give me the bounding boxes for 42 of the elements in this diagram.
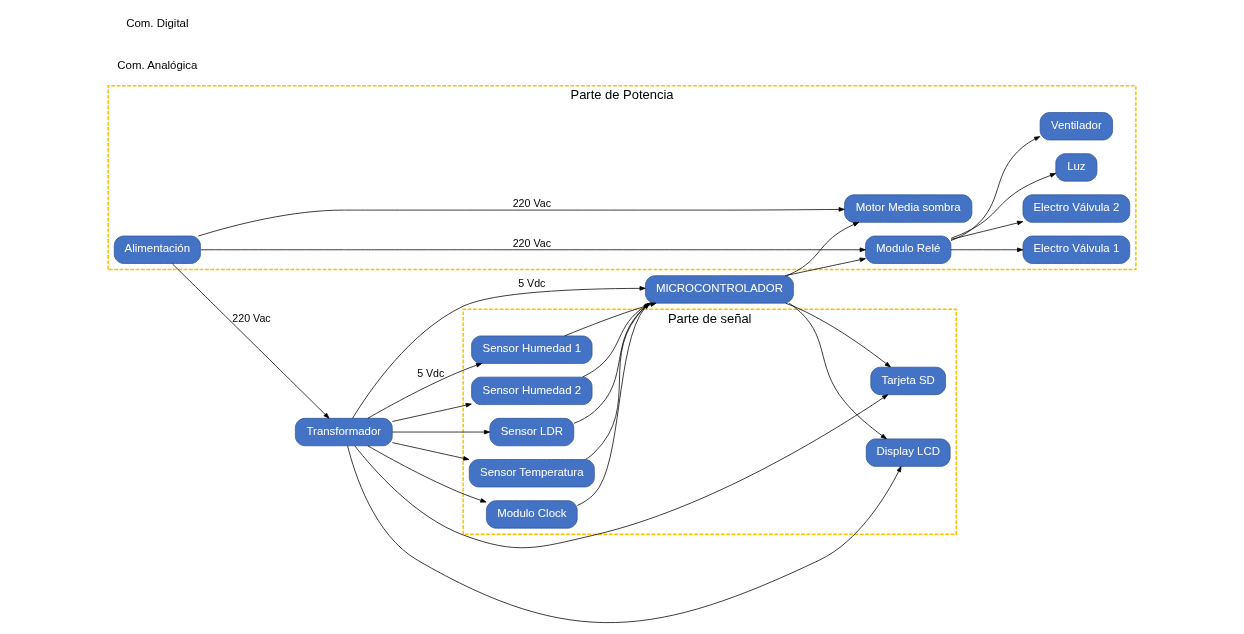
arrow xyxy=(367,363,483,419)
arrow xyxy=(392,403,472,422)
node-box: Sensor Humedad 1 xyxy=(471,335,593,364)
arrow xyxy=(197,207,845,237)
node-box: Luz xyxy=(1055,153,1098,182)
edge-label: 220 Vac xyxy=(512,197,551,210)
label: Com. Analógica xyxy=(117,58,198,71)
node-box: Sensor LDR xyxy=(489,417,575,447)
node-box: Electro Válvula 1 xyxy=(1022,235,1131,264)
arrow xyxy=(392,442,470,461)
arrow xyxy=(950,220,1024,240)
arrow xyxy=(354,394,889,549)
arrow xyxy=(784,257,866,277)
arrow xyxy=(171,263,330,419)
arrow xyxy=(352,286,646,419)
node-box: Ventilador xyxy=(1039,112,1113,141)
edge-label: 5 Vdc xyxy=(417,366,445,379)
arrow xyxy=(788,302,887,440)
arrow xyxy=(950,247,1024,252)
node-box: MICROCONTROLADOR xyxy=(645,275,794,304)
node-box: Modulo Relé xyxy=(865,235,952,264)
arrow xyxy=(367,445,487,503)
arrow xyxy=(786,221,860,276)
arrow xyxy=(950,173,1057,239)
edge-label: 220 Vac xyxy=(232,312,271,325)
node-box: Tarjeta SD xyxy=(870,366,946,396)
arrow xyxy=(200,247,866,252)
node-box: Display LCD xyxy=(865,438,951,467)
node-box: Transformador xyxy=(295,417,393,447)
edge-label: 5 Vdc xyxy=(518,276,546,289)
node-box: Alimentación xyxy=(113,235,201,264)
arrow xyxy=(347,445,902,623)
node-box: Sensor Humedad 2 xyxy=(471,376,593,405)
node-box: Sensor Temperatura xyxy=(468,459,595,488)
edge-label: 220 Vac xyxy=(512,236,551,249)
node-box: Electro Válvula 2 xyxy=(1022,194,1131,223)
arrow xyxy=(950,136,1041,241)
arrow xyxy=(392,429,491,435)
node-box: Motor Media sombra xyxy=(844,194,973,223)
label: Com. Digital xyxy=(126,17,189,30)
arrow xyxy=(785,302,891,368)
node-box: Modulo Clock xyxy=(486,500,578,529)
